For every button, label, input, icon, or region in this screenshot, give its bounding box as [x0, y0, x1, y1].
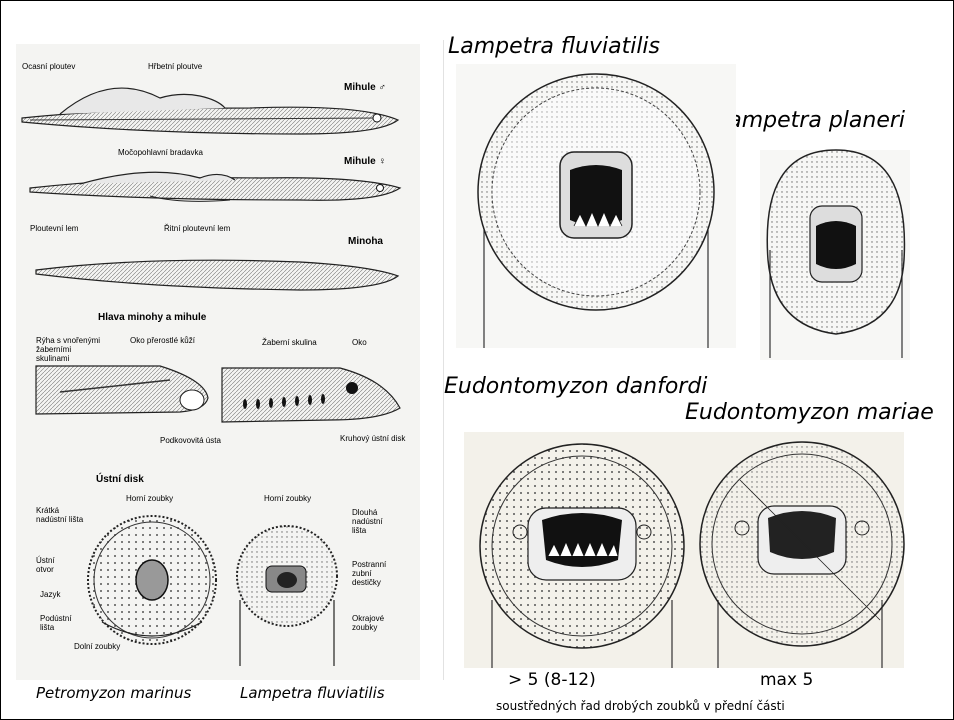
eudontomyzon-danfordi-disc — [464, 432, 694, 668]
eudontomyzon-mariae-disc — [694, 432, 904, 668]
caption-concentric-rows: soustředných řad drobých zoubků v přední… — [496, 699, 785, 713]
count-mariae: max 5 — [760, 670, 813, 690]
lampetra-planeri-disc — [760, 150, 910, 360]
lampetra-fluviatilis-disc — [456, 64, 736, 348]
count-danfordi: > 5 (8-12) — [508, 670, 596, 690]
